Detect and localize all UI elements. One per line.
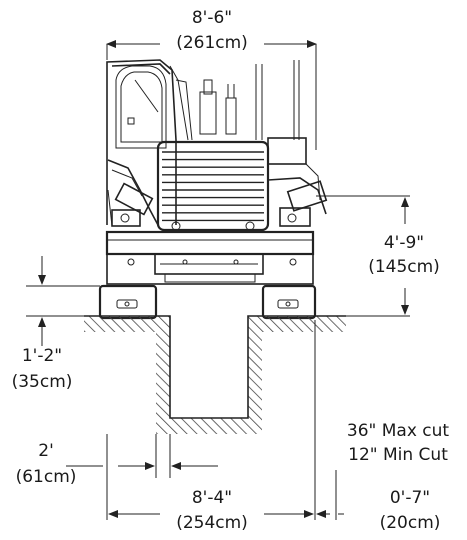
- trench-section: [84, 315, 346, 434]
- ground-left: [84, 316, 170, 332]
- machine-drawing: [98, 54, 328, 320]
- trench-depth-imperial: 1'-2": [22, 346, 62, 366]
- overall-width-metric: (261cm): [176, 33, 248, 53]
- trench-width-metric: (61cm): [16, 467, 77, 487]
- trench-left-wall: [156, 332, 170, 418]
- right-track: [261, 284, 317, 320]
- engine-grille: [156, 140, 270, 232]
- machine-frame: [105, 230, 315, 285]
- offset-metric: (20cm): [380, 513, 441, 533]
- left-hydraulics: [107, 159, 159, 227]
- grille-slats: [162, 151, 264, 222]
- right-hydraulics: [267, 137, 328, 227]
- left-track: [98, 284, 158, 320]
- operator-cab: [106, 59, 193, 225]
- trench-right-wall: [248, 332, 262, 418]
- min-cut-label: 12" Min Cut: [348, 445, 448, 465]
- trench-outline: [84, 315, 346, 419]
- track-width-imperial: 8'-4": [192, 488, 232, 508]
- trench-width-imperial: 2': [38, 441, 54, 461]
- offset-imperial: 0'-7": [390, 488, 430, 508]
- height-metric: (145cm): [368, 257, 440, 277]
- ground-right: [248, 316, 346, 332]
- exhaust-stacks: [199, 54, 317, 150]
- dimension-lines: [26, 40, 410, 520]
- height-imperial: 4'-9": [384, 233, 424, 253]
- track-width-metric: (254cm): [176, 513, 248, 533]
- overall-width-imperial: 8'-6": [192, 8, 232, 28]
- max-cut-label: 36" Max cut: [347, 421, 450, 441]
- trench-bottom: [156, 418, 262, 434]
- trench-depth-metric: (35cm): [12, 372, 73, 392]
